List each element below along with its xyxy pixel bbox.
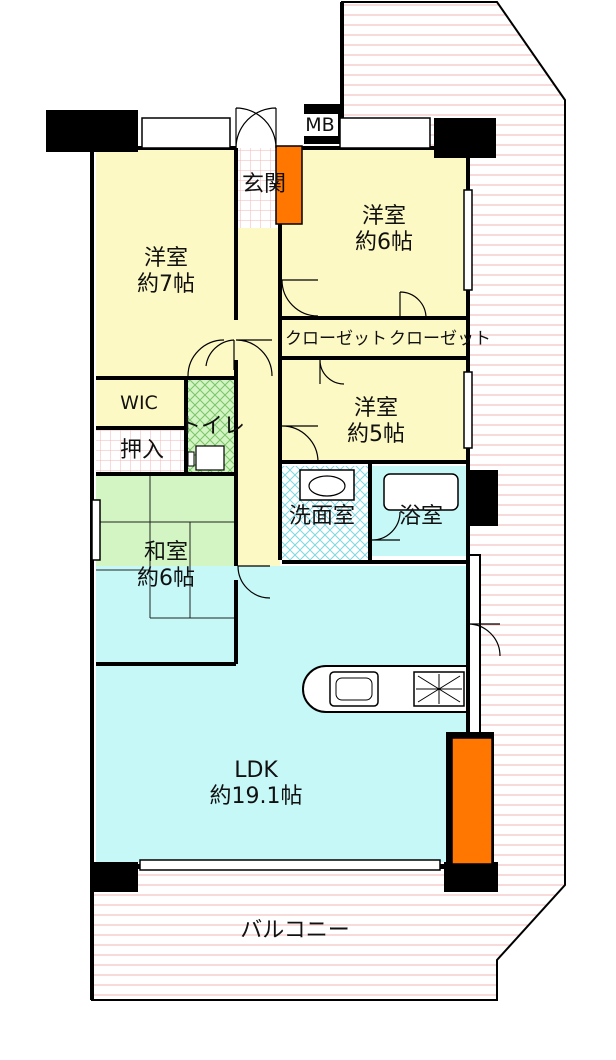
pillar-orange-ldk bbox=[451, 737, 493, 865]
windows bbox=[91, 117, 473, 871]
room-name: 和室 bbox=[143, 540, 188, 565]
room-size: 約7帖 bbox=[137, 272, 195, 297]
room-size: 約5帖 bbox=[347, 422, 405, 447]
western-room-6-label: 洋室 約6帖 bbox=[334, 204, 434, 256]
room-size: 約6帖 bbox=[355, 230, 413, 255]
wic-label: WIC bbox=[120, 392, 158, 414]
entrance-area bbox=[236, 148, 280, 228]
oshiire-area bbox=[96, 430, 186, 474]
toilet-bowl bbox=[187, 445, 225, 471]
wic-area bbox=[96, 378, 186, 428]
ldk-label: LDK 約19.1帖 bbox=[196, 758, 316, 810]
closet-area bbox=[282, 318, 468, 358]
meter-box-label: MB bbox=[302, 114, 338, 136]
washroom-label: 洗面室 bbox=[288, 504, 355, 529]
western-room-7-area bbox=[96, 148, 236, 378]
room-name: 洋室 bbox=[353, 396, 398, 421]
room-name: LDK bbox=[234, 758, 278, 783]
room-size: 約19.1帖 bbox=[209, 784, 303, 809]
ldk-area bbox=[96, 566, 468, 862]
room-size: 約6帖 bbox=[137, 566, 195, 591]
room-name: 洋室 bbox=[143, 246, 188, 271]
closet-label-2: クローゼット bbox=[389, 329, 491, 349]
wash-basin bbox=[299, 469, 355, 501]
closet-label-1: クローゼット bbox=[285, 329, 387, 349]
room-name: 洋室 bbox=[361, 204, 406, 229]
pillar-orange-entrance bbox=[275, 145, 303, 225]
western-room-5-label: 洋室 約5帖 bbox=[326, 396, 426, 448]
toilet-label: トイレ bbox=[178, 414, 245, 439]
western-room-6-area bbox=[282, 148, 468, 318]
western-room-7-label: 洋室 約7帖 bbox=[116, 246, 216, 298]
bathroom-label: 浴室 bbox=[398, 504, 443, 529]
oshiire-label: 押入 bbox=[119, 438, 164, 463]
japanese-room-label: 和室 約6帖 bbox=[116, 540, 216, 592]
entrance-label: 玄関 bbox=[241, 172, 286, 197]
tatami-lines bbox=[96, 476, 236, 619]
kitchen-counter bbox=[302, 665, 469, 713]
bathtub bbox=[383, 473, 459, 511]
doors bbox=[187, 107, 501, 657]
balcony-label: バルコニー bbox=[240, 918, 350, 943]
hallway-area bbox=[236, 228, 280, 568]
